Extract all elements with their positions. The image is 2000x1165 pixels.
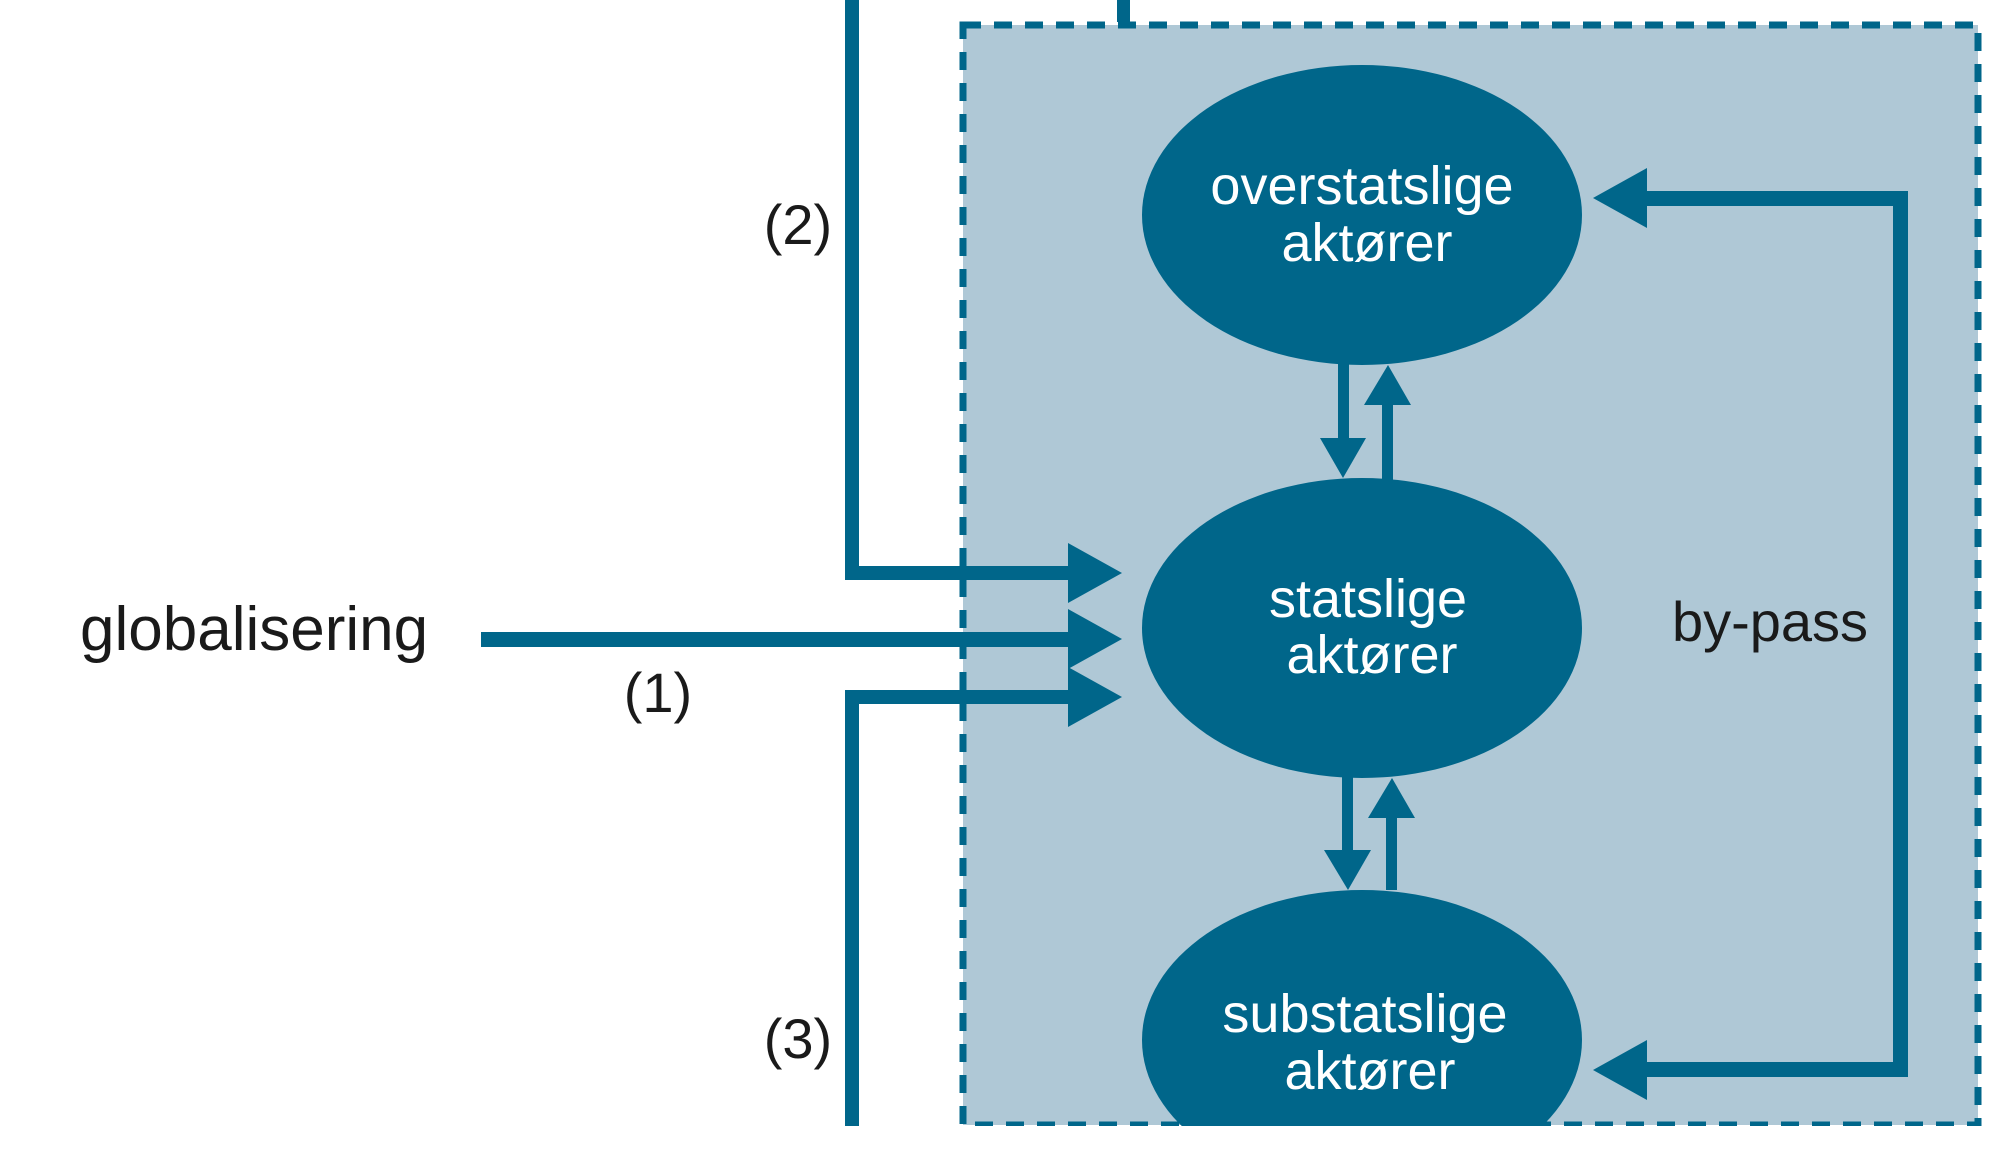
path-2-arrowhead — [1068, 543, 1122, 603]
arrow-down-head — [1320, 438, 1366, 478]
arrow-down-head — [1324, 850, 1371, 890]
path-1-line — [481, 632, 1075, 647]
node-statslige: statslige aktører — [1142, 478, 1582, 778]
path-3-arrowhead — [1068, 667, 1122, 727]
path-2-horizontal — [845, 566, 1075, 580]
link-state-sub — [1324, 776, 1415, 890]
node-overstatslige: overstatslige aktører — [1142, 65, 1582, 365]
path-1-connector — [481, 609, 1122, 669]
node-statslige-label-line1: statslige — [1269, 569, 1467, 629]
top-connector-stub — [1117, 0, 1130, 22]
bypass-top-horizontal — [1640, 191, 1908, 206]
image-bottom-cutoff — [955, 1126, 2000, 1165]
source-label-globalisering: globalisering — [80, 595, 428, 664]
arrow-up-head — [1368, 778, 1415, 818]
arrow-up-shaft — [1386, 810, 1397, 890]
arrow-up-shaft — [1382, 400, 1393, 480]
bypass-top-arrowhead — [1593, 168, 1647, 228]
path-label-2: (2) — [764, 193, 832, 256]
path-label-3: (3) — [764, 1007, 832, 1070]
arrow-down-shaft — [1338, 362, 1349, 442]
link-over-state — [1320, 362, 1411, 480]
path-3-vertical — [845, 690, 859, 1126]
path-label-1: (1) — [624, 661, 692, 724]
path-3-horizontal — [845, 690, 1075, 704]
node-substatslige-label-line2: aktører — [1284, 1041, 1455, 1101]
node-substatslige-shape — [1142, 890, 1582, 1165]
node-substatslige: substatslige aktører — [1142, 890, 1582, 1165]
path-2-vertical — [845, 0, 859, 580]
node-overstatslige-label-line1: overstatslige — [1210, 156, 1513, 216]
bypass-label: by-pass — [1672, 590, 1868, 653]
bypass-bottom-horizontal — [1640, 1062, 1908, 1077]
node-overstatslige-shape — [1142, 65, 1582, 365]
bypass-vertical — [1893, 191, 1908, 1077]
node-statslige-shape — [1142, 478, 1582, 778]
arrow-down-shaft — [1342, 776, 1353, 856]
bypass-connector — [1593, 168, 1908, 1100]
path-3-connector — [845, 667, 1122, 1126]
node-statslige-label-line2: aktører — [1286, 625, 1457, 685]
node-overstatslige-label-line2: aktører — [1281, 213, 1452, 273]
node-substatslige-label-line1: substatslige — [1222, 984, 1507, 1044]
arrow-up-head — [1364, 365, 1411, 405]
bypass-bottom-arrowhead — [1593, 1040, 1647, 1100]
path-1-arrowhead — [1068, 609, 1122, 669]
path-2-connector — [845, 0, 1122, 603]
